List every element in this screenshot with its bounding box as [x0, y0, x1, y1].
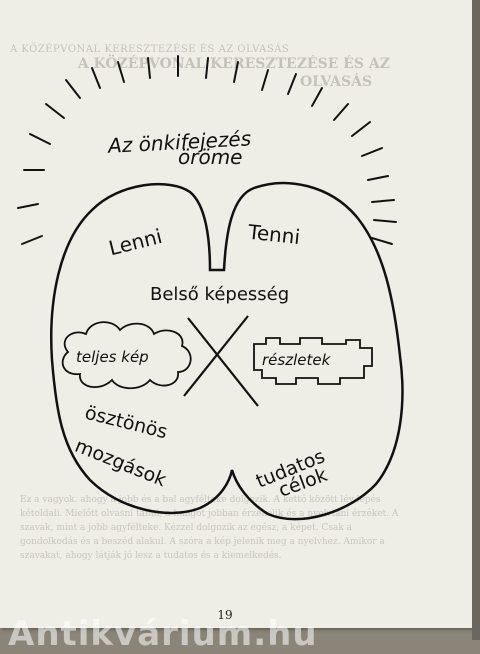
bleed-through-heading-2: A KÖZÉPVONAL KERESZTEZÉSE ÉS AZ	[77, 56, 390, 72]
label-osztonos: ösztönös	[83, 402, 170, 444]
page-number: 19	[217, 608, 233, 622]
label-tenni: Tenni	[246, 220, 301, 249]
label-belso-kepesseg: Belső képesség	[150, 284, 289, 305]
cross-line-2	[183, 315, 249, 397]
label-reszletek: részletek	[262, 351, 332, 369]
diagram-title-line2: öröme	[178, 145, 242, 169]
cloud-shape	[61, 321, 192, 390]
cross-line-1	[187, 317, 259, 407]
label-teljes-kep: teljes kép	[76, 348, 149, 366]
radiating-rays	[17, 55, 397, 245]
bleed-through-heading-3: OLVASÁS	[300, 74, 373, 90]
brain-diagram: Az önkifejezés öröme Lenni Tenni Belső k…	[17, 55, 404, 521]
bleed-through-paragraph: Ez a vagyok. ahogy a jobb és a bal agyfé…	[20, 495, 399, 561]
brain-outline	[50, 181, 404, 521]
label-mozgasok: mozgások	[72, 435, 170, 491]
label-lenni: Lenni	[106, 224, 164, 260]
watermark: Antikvárium.hu	[8, 614, 318, 654]
page-edge	[472, 0, 480, 640]
bleed-through-heading: A KÖZÉPVONAL KERESZTEZÉSE ÉS AZ OLVASÁS	[10, 44, 290, 55]
jagged-box-shape	[253, 337, 373, 385]
book-page: A KÖZÉPVONAL KERESZTEZÉSE ÉS AZ OLVASÁS …	[0, 0, 472, 628]
